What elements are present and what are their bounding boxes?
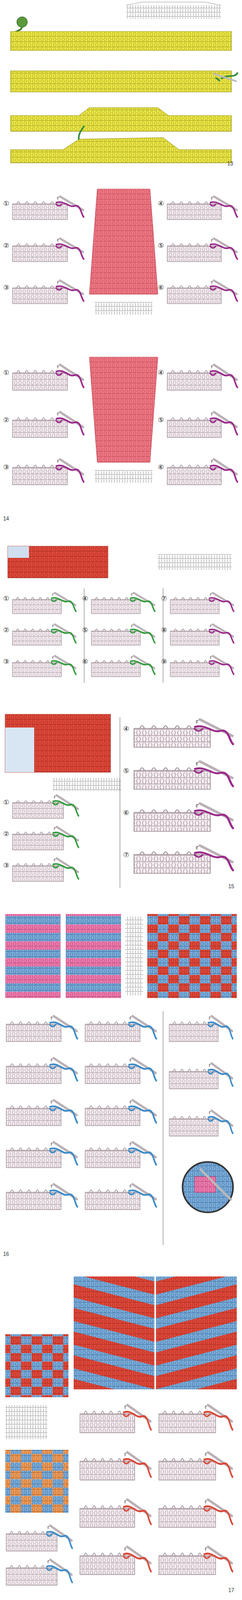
callout-number: ⑥: [157, 284, 165, 292]
callout-number: ⑥: [123, 810, 130, 818]
callout-number: ①: [3, 369, 10, 377]
callout-number: ⑥: [157, 464, 165, 472]
callout-number: ①: [3, 800, 10, 808]
callout-number: ③: [3, 863, 10, 871]
callout-number: ⑤: [123, 768, 130, 776]
callout-number: ②: [3, 242, 10, 250]
callout-number: ⑧: [160, 627, 168, 635]
callout-number: ②: [3, 627, 10, 635]
callout-number: ④: [157, 369, 165, 377]
callout-number: ③: [3, 284, 10, 292]
page-number: 16: [3, 1253, 9, 1259]
page-number: 14: [3, 517, 9, 523]
callout-number: ⑤: [82, 627, 89, 635]
callout-number: ③: [3, 659, 10, 667]
callout-number: ⑨: [160, 659, 168, 667]
callout-number: ⑦: [160, 596, 168, 603]
callout-number: ①: [3, 596, 10, 603]
callout-number: ④: [123, 726, 130, 734]
callout-number: ⑤: [157, 242, 165, 250]
page-number: 13: [227, 161, 234, 167]
callout-number: ⑤: [157, 417, 165, 425]
callout-number: ①: [3, 200, 10, 208]
callout-number: ⑦: [123, 852, 130, 860]
callout-number: ②: [3, 831, 10, 839]
page-number: 15: [228, 885, 235, 891]
callout-number: ⑥: [82, 659, 89, 667]
callout-number: ④: [157, 200, 165, 208]
callout-number: ④: [82, 596, 89, 603]
callout-number: ②: [3, 417, 10, 425]
page-number: 17: [228, 1590, 235, 1596]
callout-number: ③: [3, 464, 10, 472]
